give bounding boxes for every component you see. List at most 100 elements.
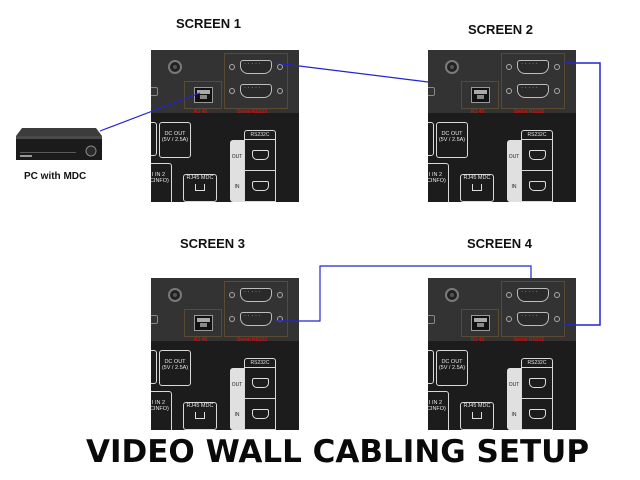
rj45-port-icon bbox=[194, 315, 213, 331]
rj45-port-group bbox=[184, 309, 222, 337]
rs232c-block: OUT IN RS232C bbox=[507, 130, 553, 202]
rj45-mdc-box: RJ45 MDC bbox=[460, 174, 494, 202]
serial-port-group bbox=[224, 53, 288, 109]
serial-label: Serial RS232 bbox=[514, 337, 545, 343]
pc-icon bbox=[16, 128, 102, 160]
screw-icon bbox=[229, 292, 235, 298]
rs232c-out-port-icon bbox=[521, 139, 553, 171]
diagram-title: VIDEO WALL CABLING SETUP bbox=[86, 434, 590, 470]
rs232c-out-port-icon bbox=[244, 367, 276, 399]
screw-icon bbox=[554, 88, 560, 94]
in-label: IN bbox=[511, 412, 517, 418]
screw-icon bbox=[506, 292, 512, 298]
rs232c-block: OUT IN RS232C bbox=[507, 358, 553, 430]
rs232c-label: RS232C bbox=[521, 130, 553, 140]
screw-icon bbox=[277, 88, 283, 94]
rs232c-block: OUT IN RS232C bbox=[230, 130, 276, 202]
rj45-port-icon bbox=[194, 87, 213, 103]
rj45-port-group bbox=[184, 81, 222, 109]
serial-port-group bbox=[501, 53, 565, 109]
rj45-port-group bbox=[461, 309, 499, 337]
screen-4-title: SCREEN 4 bbox=[467, 236, 533, 251]
rj45-label: RJ 45 bbox=[471, 337, 485, 343]
house-port-icon bbox=[195, 412, 205, 419]
in2-box: I IN 2 (CINFO) bbox=[151, 163, 172, 202]
screw-icon bbox=[554, 292, 560, 298]
port-stub-icon bbox=[151, 87, 158, 96]
serial-label: Serial RS232 bbox=[237, 109, 268, 115]
rj45-mdc-box: RJ45 MDC bbox=[460, 402, 494, 430]
rs232c-label: RS232C bbox=[244, 130, 276, 140]
screw-icon bbox=[277, 316, 283, 322]
edge-port-box bbox=[151, 122, 157, 156]
rj45-mdc-label: RJ45 MDC bbox=[463, 175, 491, 181]
rj45-label: RJ 45 bbox=[471, 109, 485, 115]
rs232c-side: OUT IN bbox=[507, 140, 521, 202]
screw-icon bbox=[506, 64, 512, 70]
screw-icon bbox=[229, 64, 235, 70]
rs232c-side: OUT IN bbox=[230, 140, 244, 202]
house-port-icon bbox=[472, 412, 482, 419]
rs232c-label: RS232C bbox=[521, 358, 553, 368]
pc-with-mdc bbox=[14, 120, 104, 168]
dc-out-label: DC OUT (5V / 2.5A) bbox=[438, 359, 466, 371]
db9-port-bottom-icon bbox=[240, 84, 272, 98]
serial-port-group bbox=[224, 281, 288, 337]
rs232c-in-port-icon bbox=[244, 170, 276, 202]
rs232c-label: RS232C bbox=[244, 358, 276, 368]
out-label: OUT bbox=[508, 154, 520, 160]
db9-port-bottom-icon bbox=[517, 312, 549, 326]
db9-port-bottom-icon bbox=[517, 84, 549, 98]
rj45-port-icon bbox=[471, 315, 490, 331]
screen-3-rear-panel: RJ 45 Serial RS232 DC OUT (5V / 2.5A) I … bbox=[151, 278, 299, 430]
dc-out-label: DC OUT (5V / 2.5A) bbox=[161, 359, 189, 371]
rj45-mdc-box: RJ45 MDC bbox=[183, 174, 217, 202]
rs232c-in-port-icon bbox=[521, 170, 553, 202]
in2-label: I IN 2 (CINFO) bbox=[428, 400, 446, 412]
in2-label: I IN 2 (CINFO) bbox=[151, 172, 169, 184]
rj45-mdc-label: RJ45 MDC bbox=[186, 403, 214, 409]
serial-label: Serial RS232 bbox=[237, 337, 268, 343]
dc-out-label: DC OUT (5V / 2.5A) bbox=[438, 131, 466, 143]
in-label: IN bbox=[511, 184, 517, 190]
rs232c-side: OUT IN bbox=[230, 368, 244, 430]
edge-port-box bbox=[428, 122, 434, 156]
screen-4-rear-panel: RJ 45 Serial RS232 DC OUT (5V / 2.5A) I … bbox=[428, 278, 576, 430]
rj45-mdc-label: RJ45 MDC bbox=[186, 175, 214, 181]
rs232c-in-port-icon bbox=[521, 398, 553, 430]
screw-icon bbox=[277, 292, 283, 298]
in2-box: I IN 2 (CINFO) bbox=[151, 391, 172, 430]
in-label: IN bbox=[234, 184, 240, 190]
rj45-label: RJ 45 bbox=[194, 109, 208, 115]
rs232c-block: OUT IN RS232C bbox=[230, 358, 276, 430]
dc-out-box: DC OUT (5V / 2.5A) bbox=[436, 122, 468, 158]
rs232c-out-port-icon bbox=[244, 139, 276, 171]
port-stub-icon bbox=[428, 315, 435, 324]
house-port-icon bbox=[472, 184, 482, 191]
screw-icon bbox=[506, 316, 512, 322]
in2-label: I IN 2 (CINFO) bbox=[428, 172, 446, 184]
out-label: OUT bbox=[508, 382, 520, 388]
out-label: OUT bbox=[231, 154, 243, 160]
port-stub-icon bbox=[428, 87, 435, 96]
screw-icon bbox=[229, 88, 235, 94]
dc-out-box: DC OUT (5V / 2.5A) bbox=[159, 122, 191, 158]
in2-box: I IN 2 (CINFO) bbox=[428, 163, 449, 202]
screw-icon bbox=[229, 316, 235, 322]
rs232c-side: OUT IN bbox=[507, 368, 521, 430]
screw-icon bbox=[554, 64, 560, 70]
screen-2-title: SCREEN 2 bbox=[468, 22, 534, 37]
db9-port-top-icon bbox=[240, 288, 272, 302]
pc-label: PC with MDC bbox=[24, 171, 87, 182]
screen-1-title: SCREEN 1 bbox=[176, 16, 242, 31]
in2-label: I IN 2 (CINFO) bbox=[151, 400, 169, 412]
edge-port-box bbox=[151, 350, 157, 384]
dc-out-box: DC OUT (5V / 2.5A) bbox=[159, 350, 191, 386]
in-label: IN bbox=[234, 412, 240, 418]
dc-out-box: DC OUT (5V / 2.5A) bbox=[436, 350, 468, 386]
rj45-mdc-box: RJ45 MDC bbox=[183, 402, 217, 430]
rj45-port-icon bbox=[471, 87, 490, 103]
db9-port-bottom-icon bbox=[240, 312, 272, 326]
screen-1-rear-panel: RJ 45 Serial RS232 DC OUT (5V / 2.5A) I … bbox=[151, 50, 299, 202]
screen-2-rear-panel: RJ 45 Serial RS232 DC OUT (5V / 2.5A) I … bbox=[428, 50, 576, 202]
